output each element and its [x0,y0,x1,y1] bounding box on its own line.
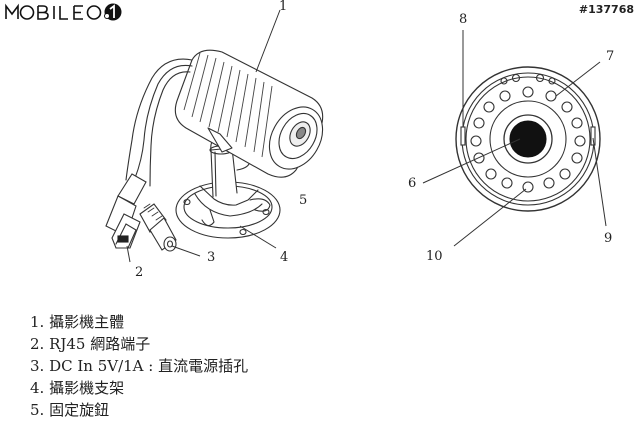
legend-item: 2. RJ45 網路端子 [30,333,248,355]
legend-item: 5. 固定旋鈕 [30,399,248,421]
callout-10: 10 [426,249,443,264]
legend-item-text: 3. DC In 5V/1A : 直流電源插孔 [30,357,249,375]
legend-item-text: 4. 攝影機支架 [30,379,125,397]
mobile01-logo [5,3,122,21]
callout-5: 5 [299,193,308,208]
callout-7: 7 [606,49,615,64]
callout-3: 3 [207,250,216,265]
legend-item: 4. 攝影機支架 [30,377,248,399]
callout-1: 1 [279,0,288,14]
legend-item: 3. DC In 5V/1A : 直流電源插孔 [30,355,248,377]
callout-8: 8 [459,12,468,27]
camera-body [174,49,324,178]
legend-item-text: 5. 固定旋鈕 [30,401,110,419]
watermark-image-id: #137768 [578,3,634,16]
legend-item-text: 2. RJ45 網路端子 [30,335,151,353]
callout-9: 9 [604,231,613,246]
parts-legend: 1. 攝影機主體 2. RJ45 網路端子 3. DC In 5V/1A : 直… [30,311,248,421]
callout-4: 4 [280,250,289,265]
callout-2: 2 [135,265,144,280]
legend-item: 1. 攝影機主體 [30,311,248,333]
legend-item-text: 1. 攝影機主體 [30,313,125,331]
callout-6: 6 [408,176,417,191]
